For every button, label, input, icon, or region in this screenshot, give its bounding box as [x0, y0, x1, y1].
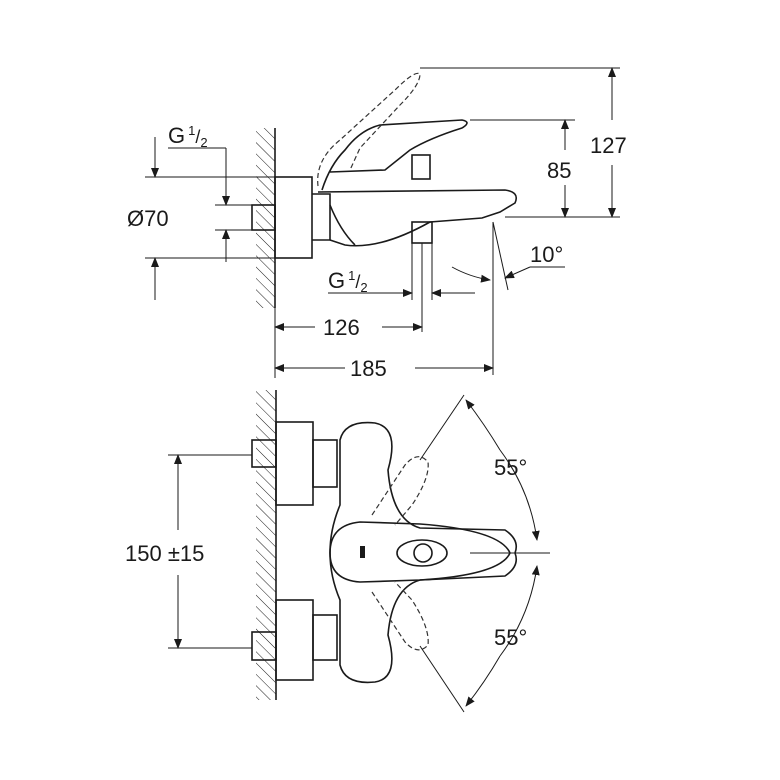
spout-body [317, 189, 518, 247]
label-150-15: 150 ±15 [125, 541, 204, 566]
inlet-nut-lower [251, 631, 277, 661]
temperature-mark [360, 546, 365, 558]
label-127: 127 [590, 133, 627, 158]
escutcheon-upper [275, 421, 314, 506]
wall-hatch-side [256, 128, 275, 308]
body-curve [329, 204, 356, 246]
label-85: 85 [547, 158, 571, 183]
body-neck [312, 193, 331, 241]
mixer-body-top [329, 421, 518, 684]
label-55-lower: 55° [494, 625, 527, 650]
label-diameter-70: Ø70 [127, 206, 169, 231]
lever-handle-side [321, 119, 468, 191]
lever-cap [396, 539, 448, 567]
escutcheon-side [274, 176, 313, 259]
connector-lower [312, 614, 338, 661]
label-126: 126 [323, 315, 360, 340]
connector-upper [312, 439, 338, 488]
inlet-nut-upper [251, 439, 277, 468]
label-55-upper: 55° [494, 455, 527, 480]
lever-open-position [317, 72, 421, 187]
lever-knob [413, 543, 433, 563]
wall-hatch-top [256, 390, 276, 700]
lever-left-position [371, 456, 429, 526]
bottom-outlet [411, 221, 433, 244]
label-185: 185 [350, 356, 387, 381]
inlet-nut-side [251, 204, 276, 231]
lever-top [329, 521, 511, 583]
label-10-deg: 10° [530, 242, 563, 267]
top-view: 150 ±15 55° 55° [125, 390, 550, 713]
lever-right-position [371, 581, 429, 651]
escutcheon-lower [275, 599, 314, 681]
diverter-knob [411, 154, 431, 180]
